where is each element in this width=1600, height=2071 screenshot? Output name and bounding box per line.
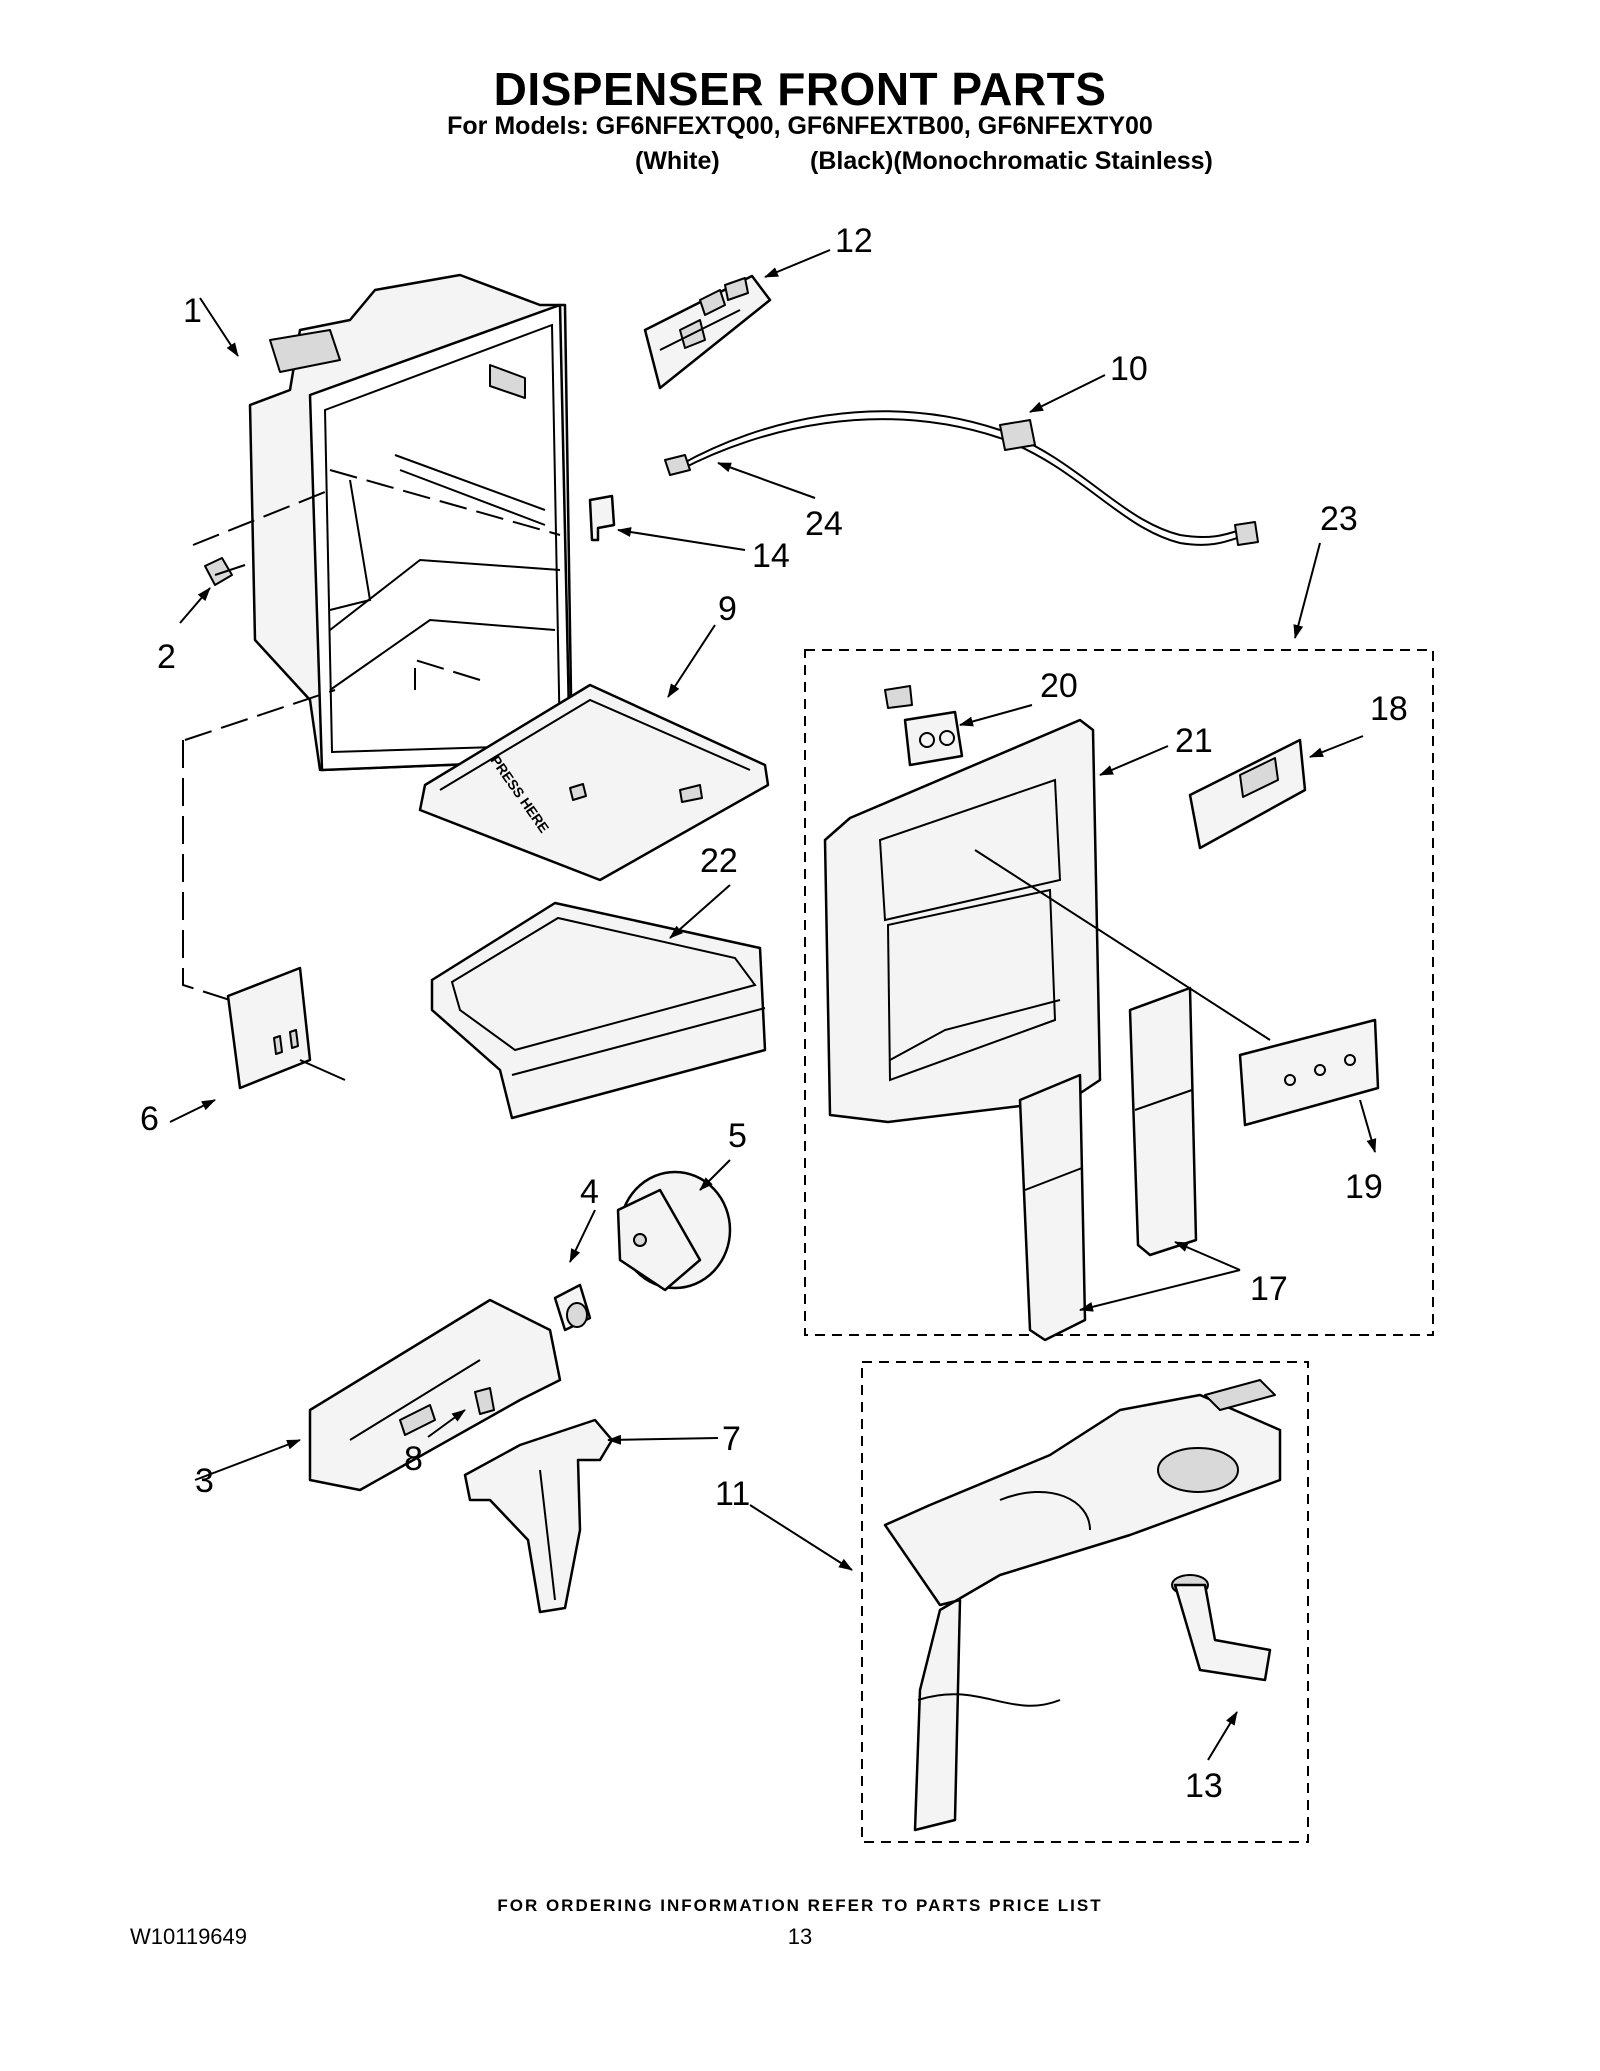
callout-6: 6: [140, 1100, 159, 1138]
callout-11: 11: [715, 1475, 750, 1513]
part-6-cover: [226, 966, 346, 1090]
part-13-elbow: [1171, 1574, 1272, 1682]
part-1-dispenser-housing: [248, 273, 574, 772]
callout-7: 7: [722, 1420, 741, 1458]
callout-18: 18: [1370, 690, 1408, 728]
callout-14: 14: [752, 537, 790, 575]
color-white-label: (White): [635, 147, 720, 175]
part-11-ice-chute: [883, 1379, 1282, 1832]
callout-3: 3: [195, 1462, 214, 1500]
part-22-drip-tray: [430, 901, 767, 1120]
part-3-bracket: [308, 1298, 562, 1492]
part-8-screw: [474, 1387, 495, 1415]
callout-21: 21: [1175, 722, 1213, 760]
callout-9: 9: [718, 590, 737, 628]
callout-12: 12: [835, 222, 873, 260]
part-9-tray: PRESS HERE: [418, 683, 770, 882]
part-21-dispenser-front: [823, 718, 1102, 1124]
part-7-lever: [463, 1418, 614, 1614]
part-20-switch: [884, 685, 964, 767]
color-black-stainless-label: (Black)(Monochromatic Stainless): [810, 147, 1213, 175]
callout-19: 19: [1345, 1168, 1383, 1206]
callout-24: 24: [805, 505, 843, 543]
callout-10: 10: [1110, 350, 1148, 388]
part-4-cam: [553, 1283, 592, 1332]
callout-5: 5: [728, 1117, 747, 1155]
callout-8: 8: [404, 1440, 423, 1478]
part-18-bracket: [1188, 738, 1307, 850]
part-17-paddles: [1018, 986, 1198, 1342]
part-19-control-panel: [1238, 1018, 1380, 1127]
part-14-clip: [588, 494, 616, 542]
part-2-screw: [204, 557, 246, 586]
model-list: For Models: GF6NFEXTQ00, GF6NFEXTB00, GF…: [447, 112, 1153, 140]
callout-2: 2: [157, 638, 176, 676]
page-number: 13: [787, 1924, 813, 1949]
callout-1: 1: [183, 292, 202, 330]
callout-4: 4: [580, 1173, 599, 1211]
callout-20: 20: [1040, 667, 1078, 705]
color-variants: (White) (Black)(Monochromatic Stainless): [0, 147, 1600, 179]
ordering-info-note: FOR ORDERING INFORMATION REFER TO PARTS …: [497, 1896, 1103, 1915]
callout-22: 22: [700, 842, 738, 880]
callout-23: 23: [1320, 500, 1358, 538]
part-10-24-wire-harness: [664, 410, 1259, 546]
assembly-11-box: [861, 1361, 1309, 1843]
page-title: DISPENSER FRONT PARTS: [493, 63, 1107, 115]
callout-17: 17: [1250, 1270, 1288, 1308]
part-5-motor: [616, 1170, 732, 1292]
assembly-23-box: [804, 649, 1434, 1336]
document-number: W10119649: [130, 1924, 248, 1949]
callout-13: 13: [1185, 1767, 1223, 1805]
part-12-control-board: [643, 274, 772, 390]
